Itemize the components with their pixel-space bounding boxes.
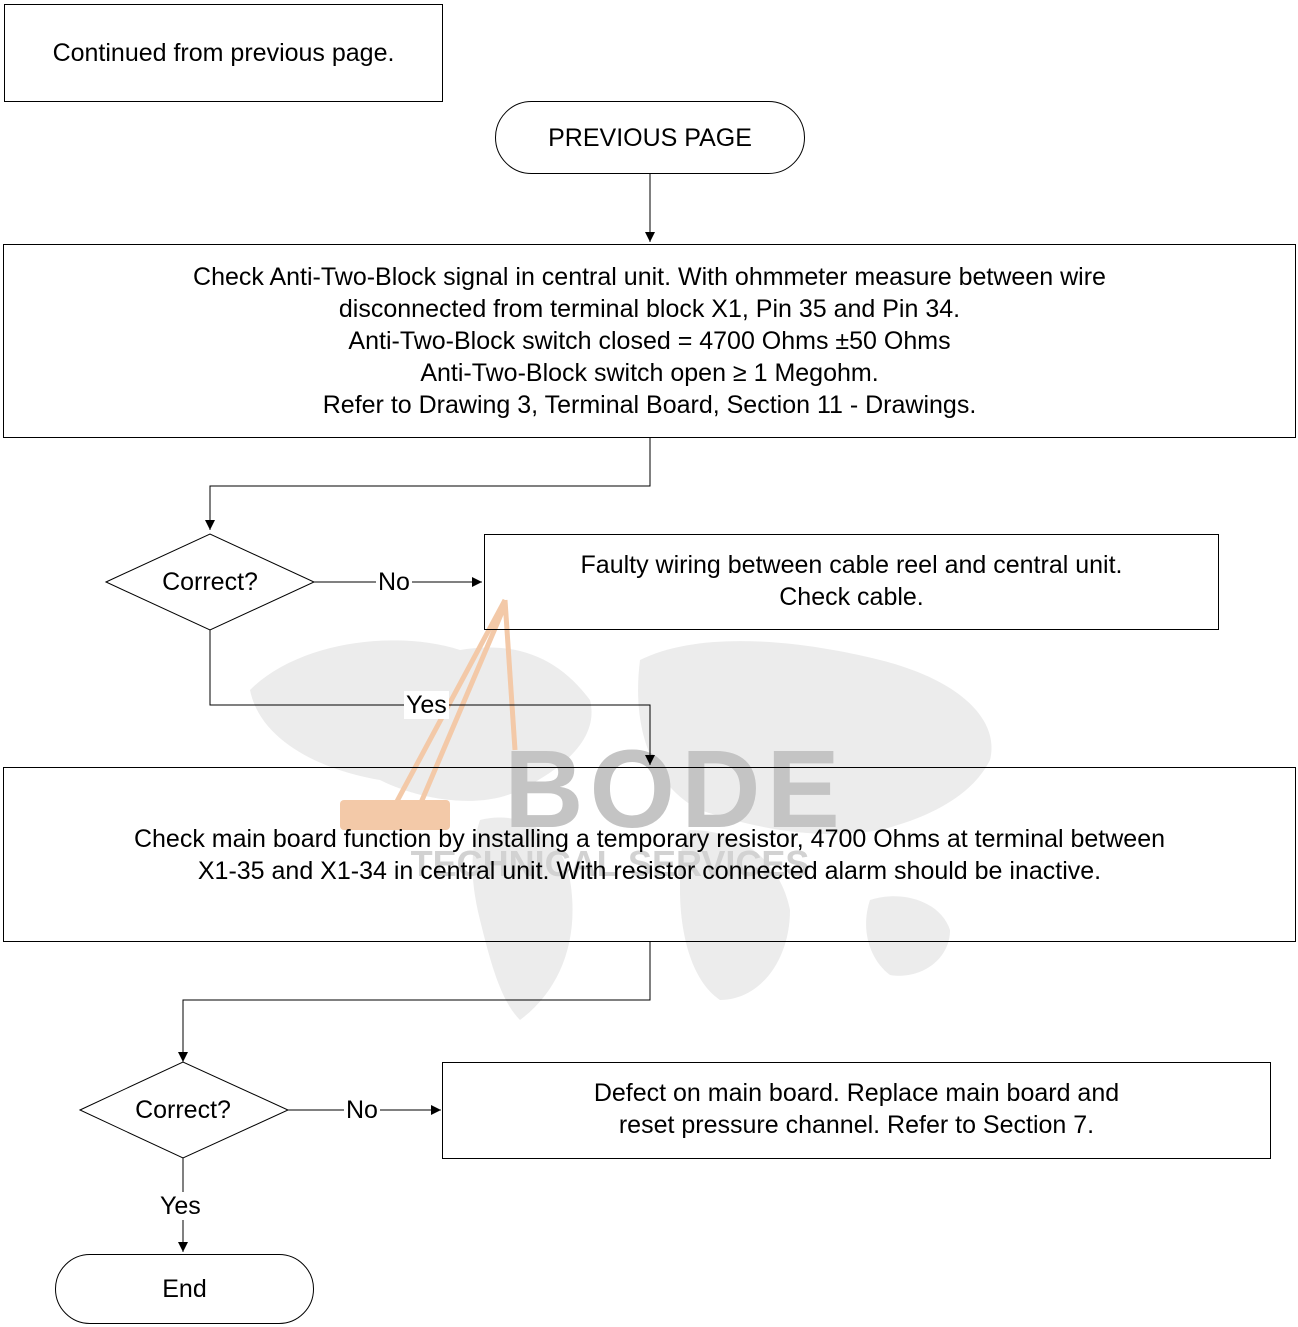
decision1-no-label: No [376, 568, 412, 596]
decision2-no-label: No [344, 1096, 380, 1124]
start-terminator: PREVIOUS PAGE [495, 101, 805, 174]
step2-line: X1-35 and X1-34 in central unit. With re… [197, 856, 1102, 885]
decision1-diamond [104, 533, 316, 631]
arrow-step1-to-decision1 [205, 438, 651, 530]
watermark-logo: BODE [504, 728, 846, 851]
decision2-label: Correct? [135, 1096, 231, 1124]
end-label: End [162, 1275, 207, 1303]
step2-line: Check main board function by installing … [133, 824, 1166, 853]
watermark-tagline: TECHNICAL SERVICES [410, 843, 810, 884]
end-terminator: End [55, 1254, 314, 1324]
step1-process: Check Anti-Two-Block signal in central u… [3, 244, 1296, 438]
world-map-watermark [250, 640, 992, 1020]
fault1-line: Faulty wiring between cable reel and cen… [580, 551, 1123, 579]
fault1-line: Check cable. [779, 583, 924, 611]
fault2-line: reset pressure channel. Refer to Section… [618, 1111, 1095, 1139]
decision2-diamond [78, 1061, 290, 1159]
step1-line: Anti-Two-Block switch open ≥ 1 Megohm. [420, 359, 879, 387]
fault1-process: Faulty wiring between cable reel and cen… [484, 534, 1219, 630]
arrow-step2-to-decision2 [178, 942, 651, 1062]
start-label: PREVIOUS PAGE [548, 123, 752, 152]
decision1-label: Correct? [162, 568, 258, 596]
continued-note: Continued from previous page. [4, 4, 443, 102]
note-text: Continued from previous page. [52, 39, 395, 67]
step1-line: disconnected from terminal block X1, Pin… [338, 295, 961, 323]
step1-line: Anti-Two-Block switch closed = 4700 Ohms… [348, 327, 951, 355]
step2-process: Check main board function by installing … [3, 767, 1296, 942]
step1-line: Check Anti-Two-Block signal in central u… [193, 263, 1106, 291]
step1-line: Refer to Drawing 3, Terminal Board, Sect… [322, 391, 977, 419]
decision1-yes-label: Yes [404, 691, 449, 719]
fault2-process: Defect on main board. Replace main board… [442, 1062, 1271, 1159]
fault2-line: Defect on main board. Replace main board… [593, 1079, 1120, 1107]
decision2-yes-label: Yes [158, 1192, 203, 1220]
